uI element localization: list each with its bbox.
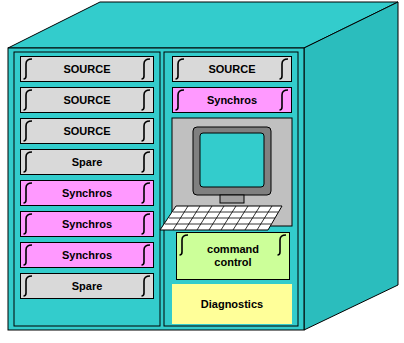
ejector-handle — [24, 59, 33, 79]
ejector-handle — [24, 245, 33, 265]
rack-module: SOURCE — [20, 118, 154, 144]
ejector-handle — [280, 59, 289, 79]
rack-module: Synchros — [172, 87, 292, 113]
module-label: SOURCE — [208, 63, 255, 76]
monitor-stand — [220, 195, 244, 203]
module-label: SOURCE — [63, 63, 110, 76]
module-label: Synchros — [62, 218, 112, 231]
ejector-handle — [142, 183, 151, 203]
ejector-handle — [278, 235, 287, 255]
ejector-handle — [142, 152, 151, 172]
cabinet-front — [8, 48, 304, 330]
ejector-handle — [280, 90, 289, 110]
monitor-bezel — [193, 127, 271, 195]
ejector-handle — [24, 276, 33, 296]
ejector-handle — [24, 183, 33, 203]
rack-module: command control — [176, 232, 290, 280]
keyboard-keys — [165, 206, 278, 230]
module-label: Synchros — [207, 94, 257, 107]
ejector-handle — [24, 90, 33, 110]
ejector-handle — [142, 121, 151, 141]
left-rack-panel — [14, 52, 160, 326]
rack-module: Spare — [20, 149, 154, 175]
ejector-handle — [24, 214, 33, 234]
rack-module: Synchros — [20, 242, 154, 268]
monitor-screen — [200, 133, 264, 187]
rack-module: SOURCE — [20, 87, 154, 113]
module-label: Spare — [72, 156, 103, 169]
ejector-handle — [180, 235, 189, 255]
right-rack-panel — [164, 52, 298, 326]
module-label: SOURCE — [63, 94, 110, 107]
ejector-handle — [142, 245, 151, 265]
rack-module: Spare — [20, 273, 154, 299]
rack-module: Synchros — [20, 180, 154, 206]
ejector-handle — [142, 90, 151, 110]
rack-module: Synchros — [20, 211, 154, 237]
ejector-handle — [142, 59, 151, 79]
ejector-handle — [142, 276, 151, 296]
ejector-handle — [24, 152, 33, 172]
module-label: SOURCE — [63, 125, 110, 138]
cabinet-side — [304, 2, 398, 330]
ejector-handle — [176, 59, 185, 79]
module-label: Synchros — [62, 187, 112, 200]
module-label: Synchros — [62, 249, 112, 262]
module-label: Diagnostics — [201, 298, 263, 311]
keyboard — [160, 206, 282, 230]
module-label: Spare — [72, 280, 103, 293]
ejector-handle — [176, 90, 185, 110]
module-label: command control — [201, 243, 265, 268]
rack-module: Diagnostics — [172, 284, 292, 324]
rack-module: SOURCE — [172, 56, 292, 82]
ejector-handle — [142, 214, 151, 234]
ejector-handle — [24, 121, 33, 141]
rack-module: SOURCE — [20, 56, 154, 82]
